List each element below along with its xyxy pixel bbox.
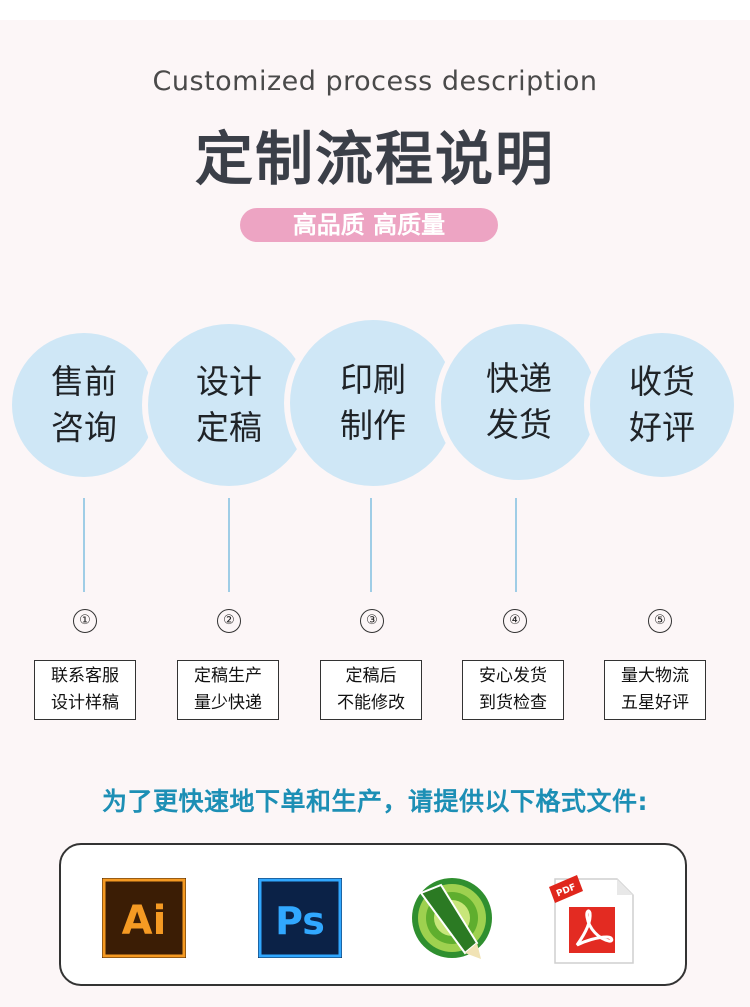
step-1-line-2: 咨询 (51, 408, 117, 447)
step-5-line-1: 收货 (629, 362, 695, 401)
step-4-desc-line-2: 到货检查 (479, 693, 547, 713)
coreldraw-icon (407, 873, 497, 963)
step-3-description: 定稿后 不能修改 (320, 660, 422, 720)
step-2-number: ② (217, 609, 241, 633)
step-3-connector (370, 498, 372, 592)
step-circle-2: 设计 定稿 (148, 324, 310, 486)
subtitle: Customized process description (152, 66, 598, 97)
page-background (0, 20, 750, 1007)
step-4-line-2: 发货 (486, 405, 552, 444)
step-3-line-2: 制作 (340, 406, 406, 445)
step-4-desc-line-1: 安心发货 (479, 666, 547, 686)
step-5-line-2: 好评 (629, 408, 695, 447)
step-5-description: 量大物流 五星好评 (604, 660, 706, 720)
step-2-desc-line-1: 定稿生产 (194, 666, 262, 686)
page-title: 定制流程说明 (194, 125, 555, 193)
step-5-desc-line-2: 五星好评 (621, 693, 689, 713)
step-2-line-2: 定稿 (196, 408, 262, 447)
file-formats-panel: Ai Ps PDF (59, 843, 687, 986)
step-2-desc-line-2: 量少快递 (194, 693, 262, 713)
step-2-connector (228, 498, 230, 592)
ps-label: Ps (275, 899, 325, 943)
ai-label: Ai (122, 898, 167, 944)
step-2-description: 定稿生产 量少快递 (177, 660, 279, 720)
step-1-description: 联系客服 设计样稿 (34, 660, 136, 720)
step-4-number: ④ (503, 609, 527, 633)
step-circle-1: 售前 咨询 (12, 333, 156, 477)
step-1-desc-line-1: 联系客服 (51, 666, 119, 686)
step-4-description: 安心发货 到货检查 (462, 660, 564, 720)
step-1-number: ① (73, 609, 97, 633)
step-circle-4: 快递 发货 (441, 324, 597, 480)
step-circle-5: 收货 好评 (590, 333, 734, 477)
step-1-connector (83, 498, 85, 592)
adobe-photoshop-icon: Ps (258, 878, 342, 958)
step-circle-3: 印刷 制作 (290, 320, 456, 486)
step-1-line-1: 售前 (51, 362, 117, 401)
step-5-number: ⑤ (648, 609, 672, 633)
step-5-desc-line-1: 量大物流 (621, 666, 689, 686)
step-3-line-1: 印刷 (340, 360, 406, 399)
step-3-number: ③ (360, 609, 384, 633)
step-4-line-1: 快递 (486, 359, 552, 398)
pdf-icon: PDF (547, 873, 639, 967)
adobe-illustrator-icon: Ai (102, 878, 186, 958)
step-1-desc-line-2: 设计样稿 (51, 693, 119, 713)
quality-badge: 高品质 高质量 (240, 208, 498, 242)
step-3-desc-line-2: 不能修改 (337, 693, 405, 713)
step-3-desc-line-1: 定稿后 (345, 666, 397, 686)
formats-note: 为了更快速地下单和生产，请提供以下格式文件: (102, 787, 648, 816)
step-4-connector (515, 498, 517, 592)
step-2-line-1: 设计 (196, 362, 262, 401)
